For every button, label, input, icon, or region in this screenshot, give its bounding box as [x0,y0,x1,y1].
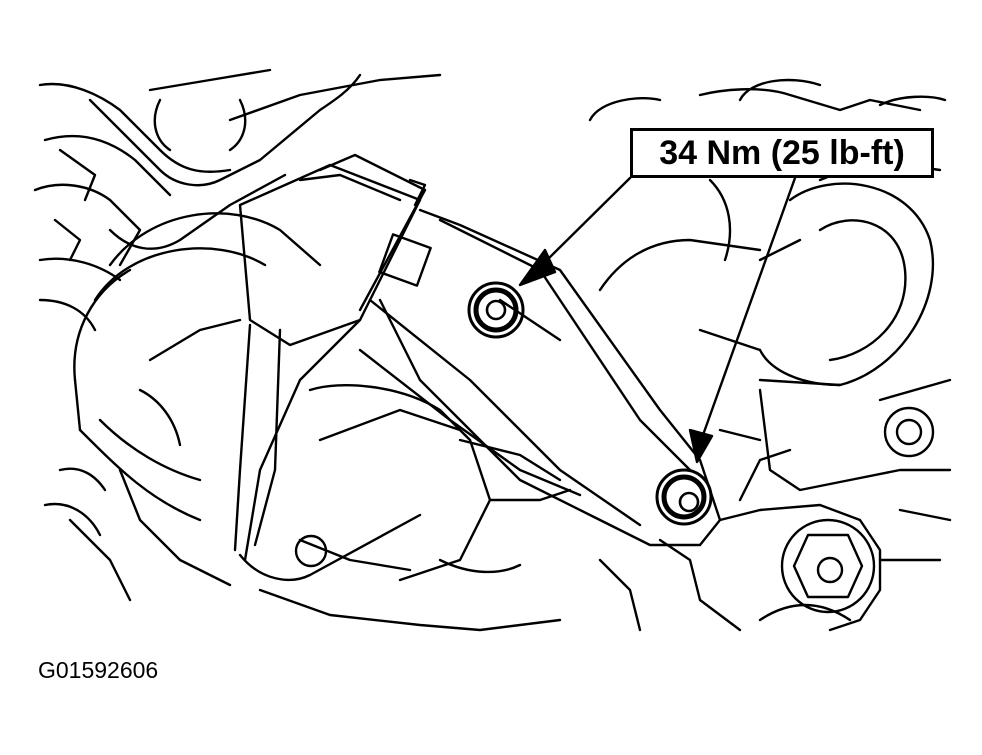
lower-bolt [655,468,713,526]
upper-bolt [467,281,525,339]
lower-right-bracket [598,448,952,632]
sensor-housing [258,383,572,632]
upper-leader-line [543,176,632,264]
upper-arrowhead [518,248,557,287]
right-bolt [883,406,935,458]
large-bolt [780,518,876,614]
mounting-flange [233,153,432,582]
bracket-arm [358,208,722,547]
lower-arrowhead [688,428,714,464]
upper-left-components [33,68,442,332]
throttle-body [43,212,322,602]
figure-identifier: G01592606 [38,657,159,683]
torque-callout-box: 34 Nm (25 lb-ft) [630,128,934,178]
callout-arrows [518,176,797,464]
torque-specification: 34 Nm (25 lb-ft) [659,133,905,172]
lower-leader-line [701,176,797,437]
